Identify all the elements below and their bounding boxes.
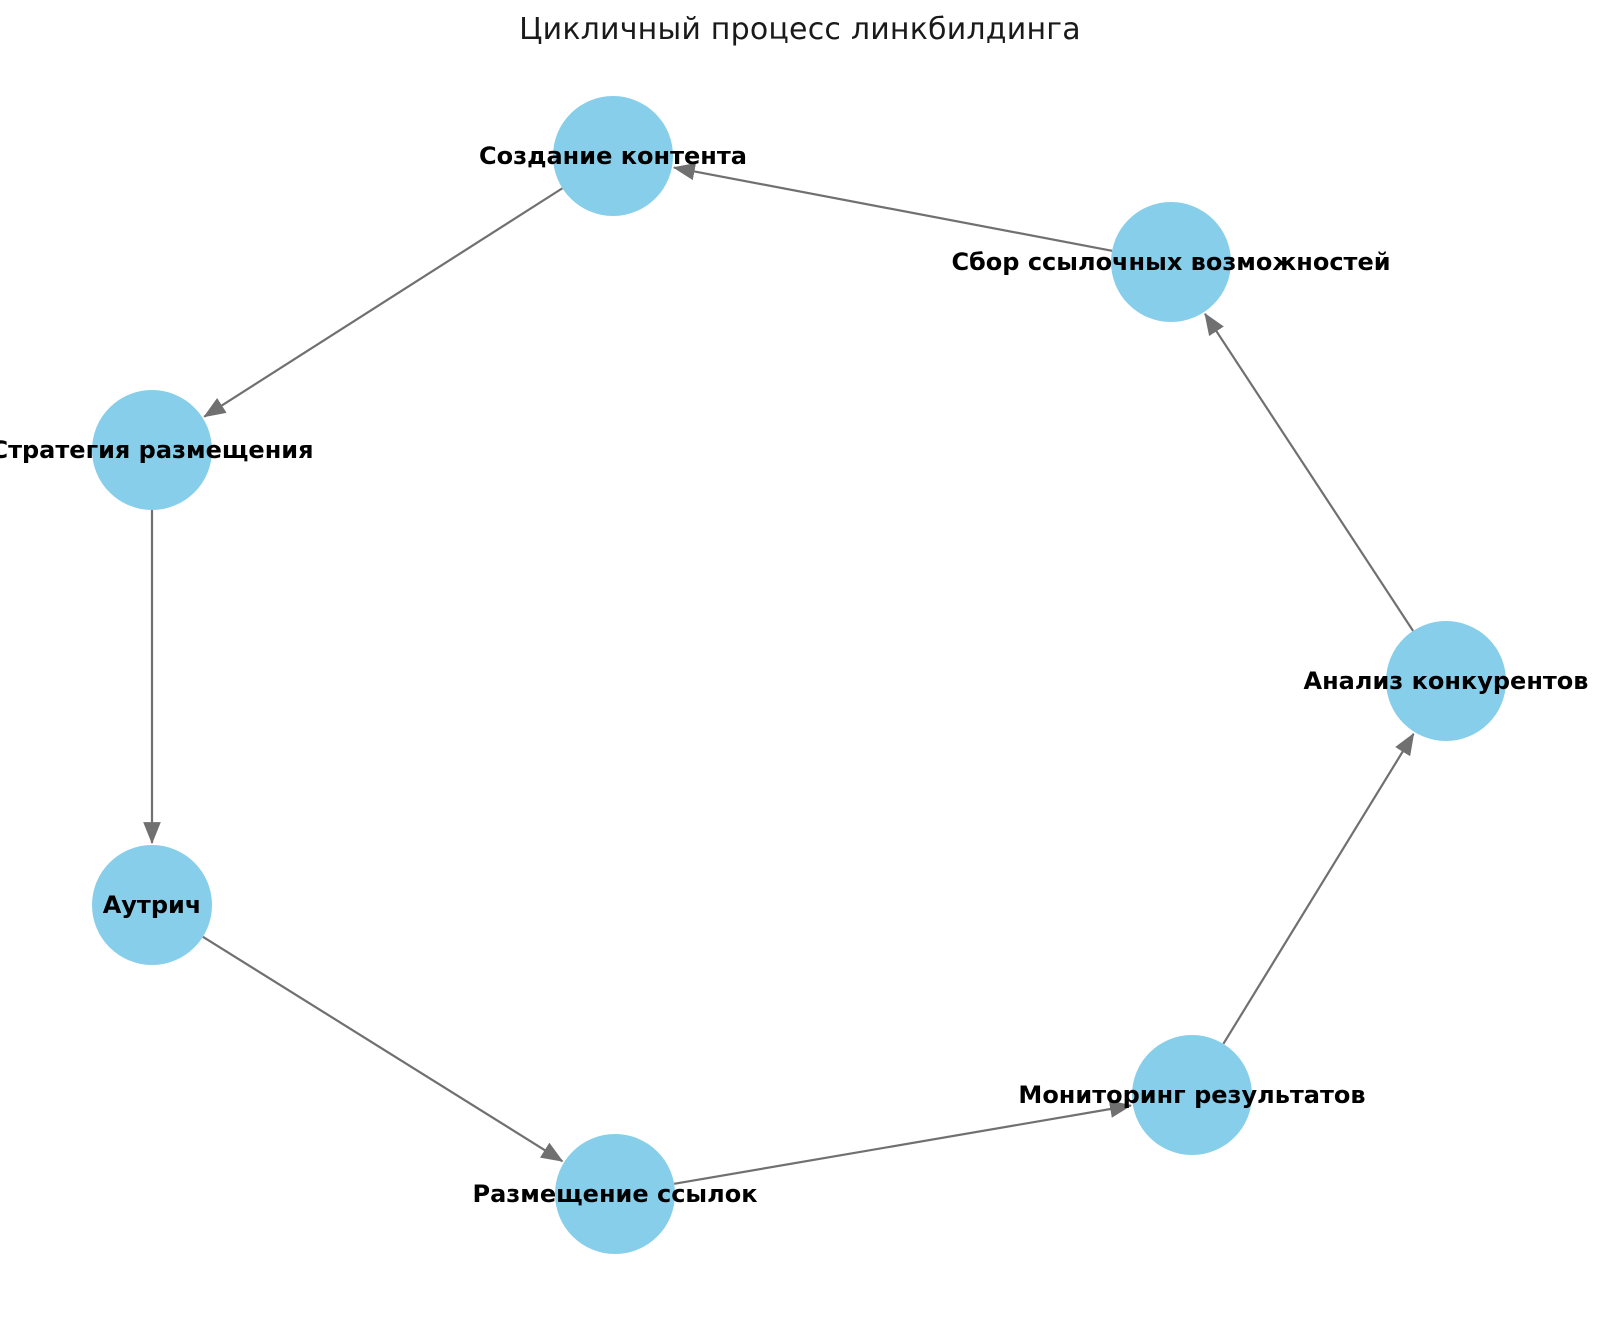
node-monitoring[interactable] — [1132, 1035, 1252, 1155]
edge-opportunities-to-content — [672, 162, 1113, 252]
page-title: Цикличный процесс линкбилдинга — [519, 12, 1081, 47]
edge-placement-to-monitoring — [673, 1100, 1132, 1185]
edge-outreach-to-placement — [202, 935, 564, 1163]
nodes-layer — [92, 96, 1506, 1254]
edges-layer — [143, 162, 1415, 1185]
node-placement[interactable] — [555, 1134, 675, 1254]
node-strategy[interactable] — [92, 390, 212, 510]
node-opportunities[interactable] — [1111, 202, 1231, 322]
edge-content-to-strategy — [203, 187, 564, 418]
node-content[interactable] — [553, 96, 673, 216]
node-outreach[interactable] — [92, 845, 212, 965]
edge-competitors-to-opportunities — [1204, 312, 1414, 632]
edge-monitoring-to-competitors — [1222, 732, 1415, 1045]
node-competitors[interactable] — [1386, 621, 1506, 741]
